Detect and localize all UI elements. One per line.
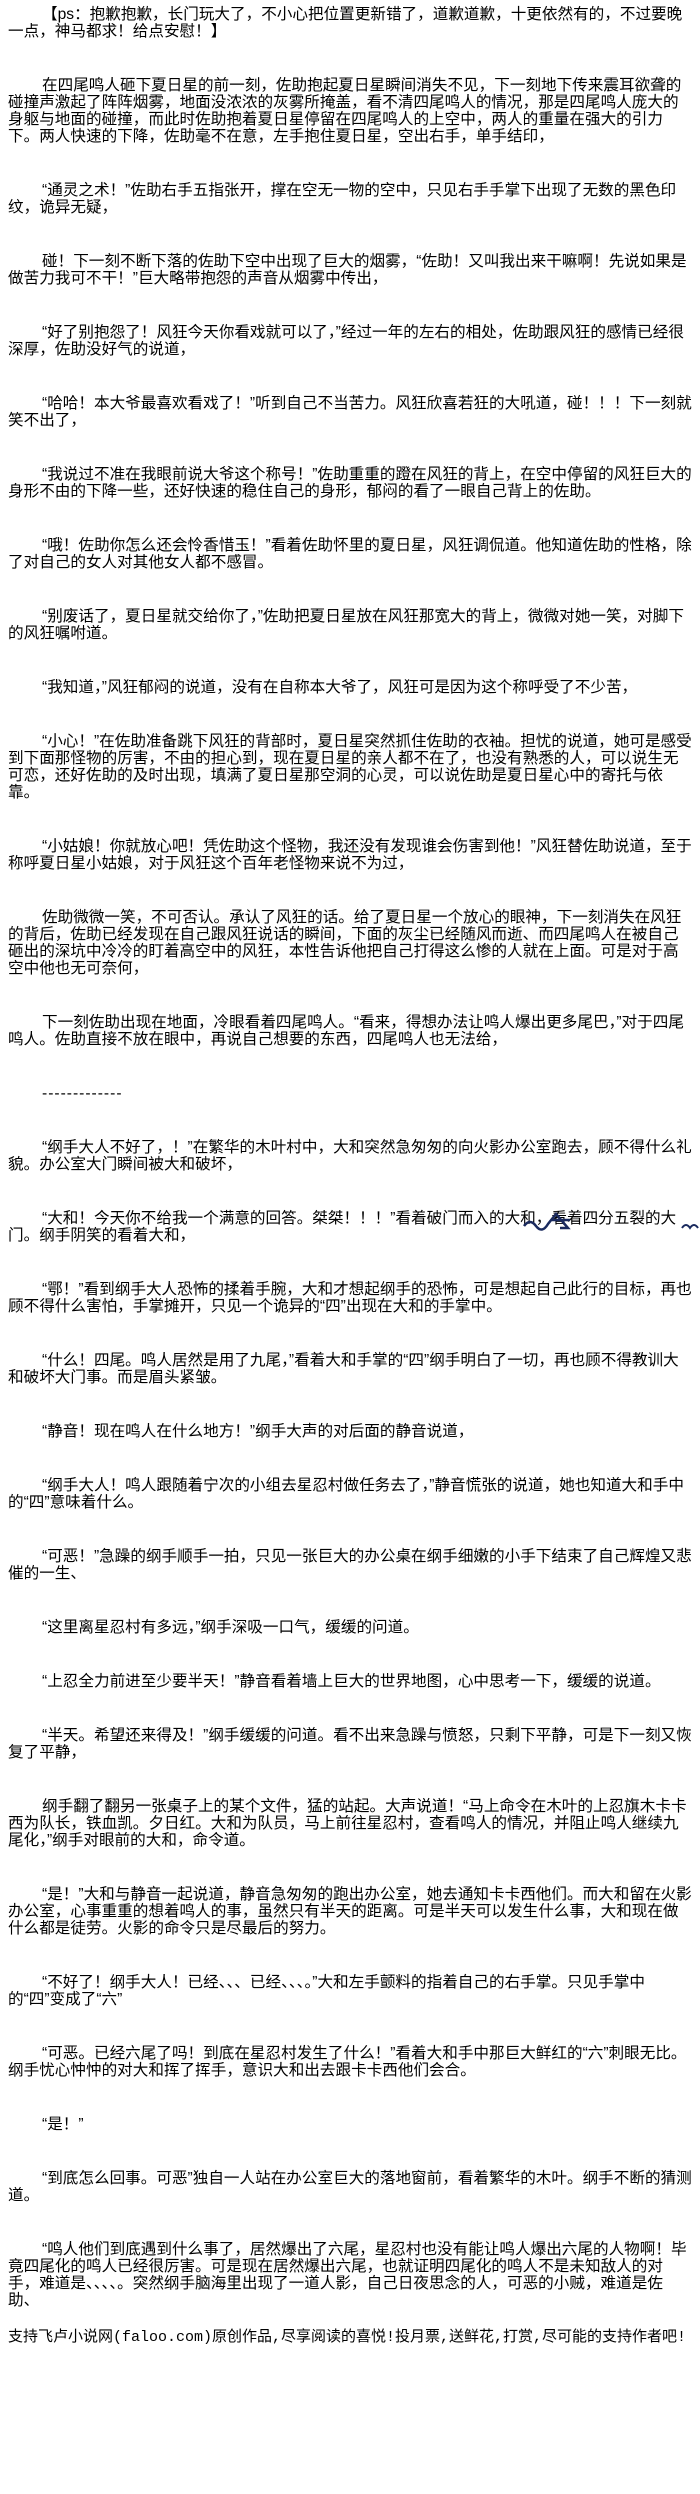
paragraph: “鸣人他们到底遇到什么事了，居然爆出了六尾，星忍村也没有能让鸣人爆出六尾的人物啊…: [8, 2241, 687, 2309]
paragraph: “哈哈！本大爷最喜欢看戏了！”听到自己不当苦力。风狂欣喜若狂的大吼道，碰！！！下…: [8, 395, 692, 429]
site-support-footer: 支持飞卢小说网(faloo.com)原创作品,尽享阅读的喜悦!投月票,送鲜花,打…: [8, 2329, 687, 2346]
paragraph: “哦！佐助你怎么还会怜香惜玉！”看着佐助怀里的夏日星，风狂调侃道。他知道佐助的性…: [8, 537, 692, 571]
paragraph: 在四尾鸣人砸下夏日星的前一刻，佐助抱起夏日星瞬间消失不见，下一刻地下传来震耳欲聋…: [8, 77, 682, 145]
paragraph: “鄂！”看到纲手大人恐怖的揉着手腕，大和才想起纲手的恐怖，可是想起自己此行的目标…: [8, 1281, 692, 1315]
paragraph: “小姑娘！你就放心吧！凭佐助这个怪物，我还没有发现谁会伤害到他！”风狂替佐助说道…: [8, 838, 692, 872]
paragraph: 佐助微微一笑，不可否认。承认了风狂的话。给了夏日星一个放心的眼神，下一刻消失在风…: [8, 909, 682, 977]
paragraph: “是！”: [42, 2116, 84, 2133]
paragraph: “上忍全力前进至少要半天！”静音看着墙上巨大的世界地图，心中思考一下，缓缓的说道…: [42, 1673, 661, 1690]
paragraph: “半天。希望还来得及！”纲手缓缓的问道。看不出来急躁与愤怒，只剩下平静，可是下一…: [8, 1727, 692, 1761]
paragraph: “纲手大人！鸣人跟随着宁次的小组去星忍村做任务去了，”静音慌张的说道，她也知道大…: [8, 1477, 684, 1511]
paragraph: “我知道，”风狂郁闷的说道，没有在自称本大爷了，风狂可是因为这个称呼受了不少苦，: [42, 679, 638, 696]
paragraph: “小心！”在佐助准备跳下风狂的背部时，夏日星突然抓住佐助的衣袖。担忧的说道，她可…: [8, 733, 692, 801]
paragraph: “好了别抱怨了！风狂今天你看戏就可以了，”经过一年的左右的相处，佐助跟风狂的感情…: [8, 324, 684, 358]
paragraph: “这里离星忍村有多远，”纲手深吸一口气，缓缓的问道。: [42, 1619, 419, 1636]
paragraph: “大和！今天你不给我一个满意的回答。桀桀！！！”看着破门而入的大和，看着四分五裂…: [8, 1210, 677, 1244]
paragraph: “静音！现在鸣人在什么地方！”纲手大声的对后面的静音说道，: [42, 1423, 474, 1440]
paragraph: “到底怎么回事。可恶”独自一人站在办公室巨大的落地窗前，看着繁华的木叶。纲手不断…: [8, 2170, 692, 2204]
author-note: 【ps：抱歉抱歉，长门玩大了，不小心把位置更新错了，道歉道歉，十更依然有的，不过…: [8, 6, 683, 40]
paragraph: “是！”大和与静音一起说道，静音急匆匆的跑出办公室，她去通知卡卡西他们。而大和留…: [8, 1886, 692, 1937]
paragraph: “可恶！”急躁的纲手顺手一拍，只见一张巨大的办公桌在纲手细嫩的小手下结束了自己辉…: [8, 1548, 692, 1582]
paragraph: 下一刻佐助出现在地面，冷眼看着四尾鸣人。“看来，得想办法让鸣人爆出更多尾巴，”对…: [8, 1014, 684, 1048]
paragraph: “我说过不准在我眼前说大爷这个称号！”佐助重重的蹬在风狂的背上，在空中停留的风狂…: [8, 466, 692, 500]
paragraph: “纲手大人不好了，！”在繁华的木叶村中，大和突然急匆匆的向火影办公室跑去，顾不得…: [8, 1139, 692, 1173]
paragraph: “什么！四尾。鸣人居然是用了九尾，”看着大和手掌的“四”纲手明白了一切，再也顾不…: [8, 1352, 679, 1386]
section-separator: -------------: [42, 1085, 123, 1102]
paragraph: 纲手翻了翻另一张桌子上的某个文件，猛的站起。大声说道！“马上命令在木叶的上忍旗木…: [8, 1798, 687, 1849]
paragraph: 碰！下一刻不断下落的佐助下空中出现了巨大的烟雾，“佐助！又叫我出来干嘛啊！先说如…: [8, 253, 687, 287]
paragraph: “通灵之术！”佐助右手五指张开，撑在空无一物的空中，只见右手手掌下出现了无数的黑…: [8, 182, 677, 216]
chapter-document: 【ps：抱歉抱歉，长门玩大了，不小心把位置更新错了，道歉道歉，十更依然有的，不过…: [8, 6, 692, 2346]
paragraph: “不好了！纲手大人！已经、、、已经、、、。”大和左手颤料的指着自己的右手掌。只见…: [8, 1974, 645, 2008]
paragraph: “可恶。已经六尾了吗！到底在星忍村发生了什么！”看着大和手中那巨大鲜红的“六”刺…: [8, 2045, 687, 2079]
paragraph: “别废话了，夏日星就交给你了，”佐助把夏日星放在风狂那宽大的背上，微微对她一笑，…: [8, 608, 684, 642]
